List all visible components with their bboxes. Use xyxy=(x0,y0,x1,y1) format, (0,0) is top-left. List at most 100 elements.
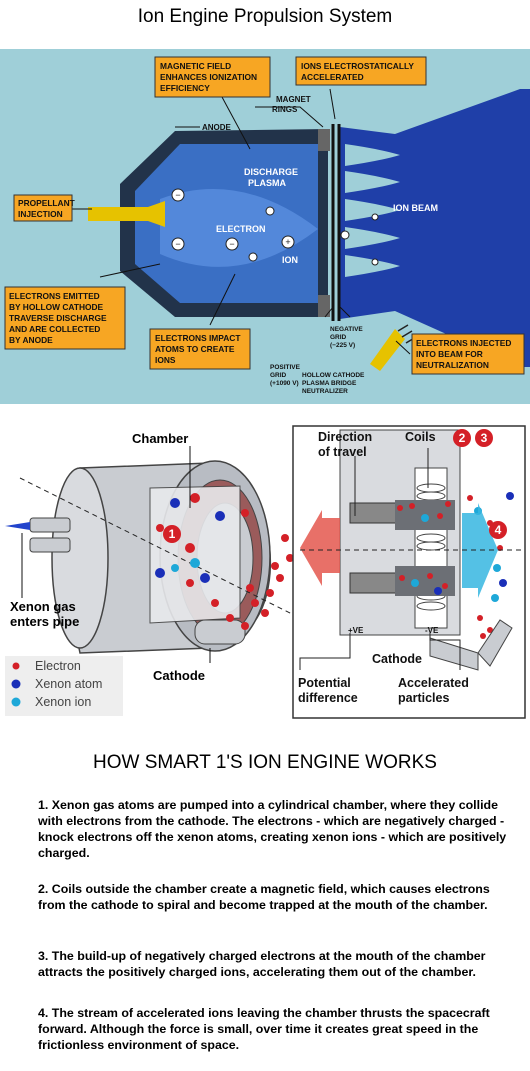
explanation-paragraph-1: 1. Xenon gas atoms are pumped into a cyl… xyxy=(38,798,507,860)
label-ions-accelerated-1: IONS ELECTROSTATICALLY xyxy=(301,61,414,71)
label-ions-accelerated-2: ACCELERATED xyxy=(301,72,364,82)
step-badge xyxy=(163,525,181,543)
label-emitted-5: BY ANODE xyxy=(9,335,53,345)
explanation-paragraph-2: 2. Coils outside the chamber create a ma… xyxy=(38,882,490,912)
cathode-right xyxy=(429,637,479,671)
smart1-engine-diagram: 1 Chamber Xenon gas enters pipe Cathode … xyxy=(0,408,530,728)
label-chamber: Chamber xyxy=(132,431,188,446)
legend-swatch-xenon-ion xyxy=(11,697,21,707)
box-magnetic-field xyxy=(154,56,271,98)
neutralizer-cathode xyxy=(370,329,405,371)
label-neutralizer-2: PLASMA BRIDGE xyxy=(302,380,357,387)
explanation-section: HOW SMART 1'S ION ENGINE WORKS 1. Xenon … xyxy=(0,744,530,1071)
electron-particle xyxy=(225,237,239,251)
ion-particle xyxy=(265,206,275,216)
box-propellant-injection xyxy=(13,194,73,222)
label-plus-ve: +VE xyxy=(348,626,364,635)
label-discharge-1: DISCHARGE xyxy=(244,167,298,177)
label-impact-2: ATOMS TO CREATE xyxy=(155,344,235,354)
label-neutralizer-3: NEUTRALIZER xyxy=(302,388,348,395)
box-electrons-injected xyxy=(411,333,525,375)
ion-particle xyxy=(281,235,295,249)
label-propellant-2: INJECTION xyxy=(18,209,63,219)
label-negative-grid-2: GRID xyxy=(330,334,347,341)
label-positive-grid-3: (+1090 V) xyxy=(270,380,299,387)
propellant-pipe xyxy=(88,207,148,221)
label-impact-3: IONS xyxy=(155,355,176,365)
magnet-ring-top xyxy=(318,129,330,151)
svg-text:+: + xyxy=(285,237,290,247)
label-ion: ION xyxy=(282,255,298,265)
label-neutralizer-1: HOLLOW CATHODE xyxy=(302,372,365,379)
legend-box xyxy=(5,656,123,716)
label-emitted-1: ELECTRONS EMITTED xyxy=(9,291,100,301)
label-magnetic-field-1: MAGNETIC FIELD xyxy=(160,61,231,71)
label-magnetic-field-3: EFFICIENCY xyxy=(160,83,210,93)
step-number-2: 2 xyxy=(459,431,466,445)
label-magnet-rings-1: MAGNET xyxy=(276,95,311,104)
legend-xenon-atom: Xenon atom xyxy=(35,677,102,691)
label-discharge-2: PLASMA xyxy=(248,178,287,188)
step-badge xyxy=(489,521,507,539)
label-emitted-4: AND ARE COLLECTED xyxy=(9,324,100,334)
legend-xenon-ion: Xenon ion xyxy=(35,695,91,709)
label-injected-3: NEUTRALIZATION xyxy=(416,360,489,370)
label-emitted-2: BY HOLLOW CATHODE xyxy=(9,302,104,312)
label-impact-1: ELECTRONS IMPACT xyxy=(155,333,241,343)
label-injected-2: INTO BEAM FOR xyxy=(416,349,483,359)
label-cathode-right: Cathode xyxy=(372,652,422,666)
xenon-pipe-bottom xyxy=(29,537,71,553)
electron-particle xyxy=(171,237,185,251)
chamber-particles xyxy=(155,493,294,630)
magnet-ring-bottom xyxy=(318,295,330,317)
step-number-3: 3 xyxy=(481,431,488,445)
label-propellant-1: PROPELLANT xyxy=(18,198,76,208)
explanation-paragraph-3: 3. The build-up of negatively charged el… xyxy=(38,949,486,979)
label-coils: Coils xyxy=(405,430,436,444)
ion-beam xyxy=(340,89,530,367)
label-potential-1: Potential xyxy=(298,676,351,690)
legend-swatch-electron xyxy=(12,662,20,670)
svg-text:−: − xyxy=(175,239,180,249)
direction-arrow xyxy=(300,510,340,586)
label-negative-grid-3: (−225 V) xyxy=(330,342,355,349)
legend-electron: Electron xyxy=(35,659,81,673)
label-direction-1: Direction xyxy=(318,430,372,444)
box-electrons-impact xyxy=(149,328,251,370)
label-injected-1: ELECTRONS INJECTED xyxy=(416,338,511,348)
cathode-left xyxy=(194,619,246,645)
label-positive-grid-1: POSITIVE xyxy=(270,364,301,371)
label-magnet-rings-2: RINGS xyxy=(272,105,298,114)
label-accelerated-2: particles xyxy=(398,691,449,705)
label-xenon-gas-1: Xenon gas xyxy=(10,599,76,614)
step-number-1: 1 xyxy=(169,527,176,541)
label-anode: ANODE xyxy=(202,123,232,132)
ion-particle xyxy=(248,252,258,262)
label-accelerated-1: Accelerated xyxy=(398,676,469,690)
label-emitted-3: TRAVERSE DISCHARGE xyxy=(9,313,107,323)
explanation-paragraph-4: 4. The stream of accelerated ions leavin… xyxy=(38,1006,490,1052)
label-potential-2: difference xyxy=(298,691,358,705)
label-magnetic-field-2: ENHANCES IONIZATION xyxy=(160,72,257,82)
box-electrons-emitted xyxy=(4,286,126,350)
label-ion-beam: ION BEAM xyxy=(393,203,438,213)
step-badge xyxy=(453,429,471,447)
label-positive-grid-2: GRID xyxy=(270,372,287,379)
legend-swatch-xenon-atom xyxy=(11,679,21,689)
label-negative-grid-1: NEGATIVE xyxy=(330,326,363,333)
explanation-heading: HOW SMART 1'S ION ENGINE WORKS xyxy=(93,752,437,773)
label-minus-ve: -VE xyxy=(425,626,439,635)
label-cathode-left: Cathode xyxy=(153,668,205,683)
label-electron: ELECTRON xyxy=(216,224,266,234)
page-title: Ion Engine Propulsion System xyxy=(137,6,393,27)
step-badge xyxy=(475,429,493,447)
box-ions-accelerated xyxy=(295,56,427,86)
xenon-pipe-top xyxy=(29,517,71,533)
svg-text:−: − xyxy=(229,239,234,249)
step-number-4: 4 xyxy=(495,523,502,537)
electron-particle xyxy=(171,188,185,202)
label-direction-2: of travel xyxy=(318,445,367,459)
svg-text:−: − xyxy=(175,190,180,200)
label-xenon-gas-2: enters pipe xyxy=(10,614,79,629)
ion-engine-schematic: − − − + MAGNETIC FIELD ENHANCES IONIZATION… xyxy=(0,49,530,404)
